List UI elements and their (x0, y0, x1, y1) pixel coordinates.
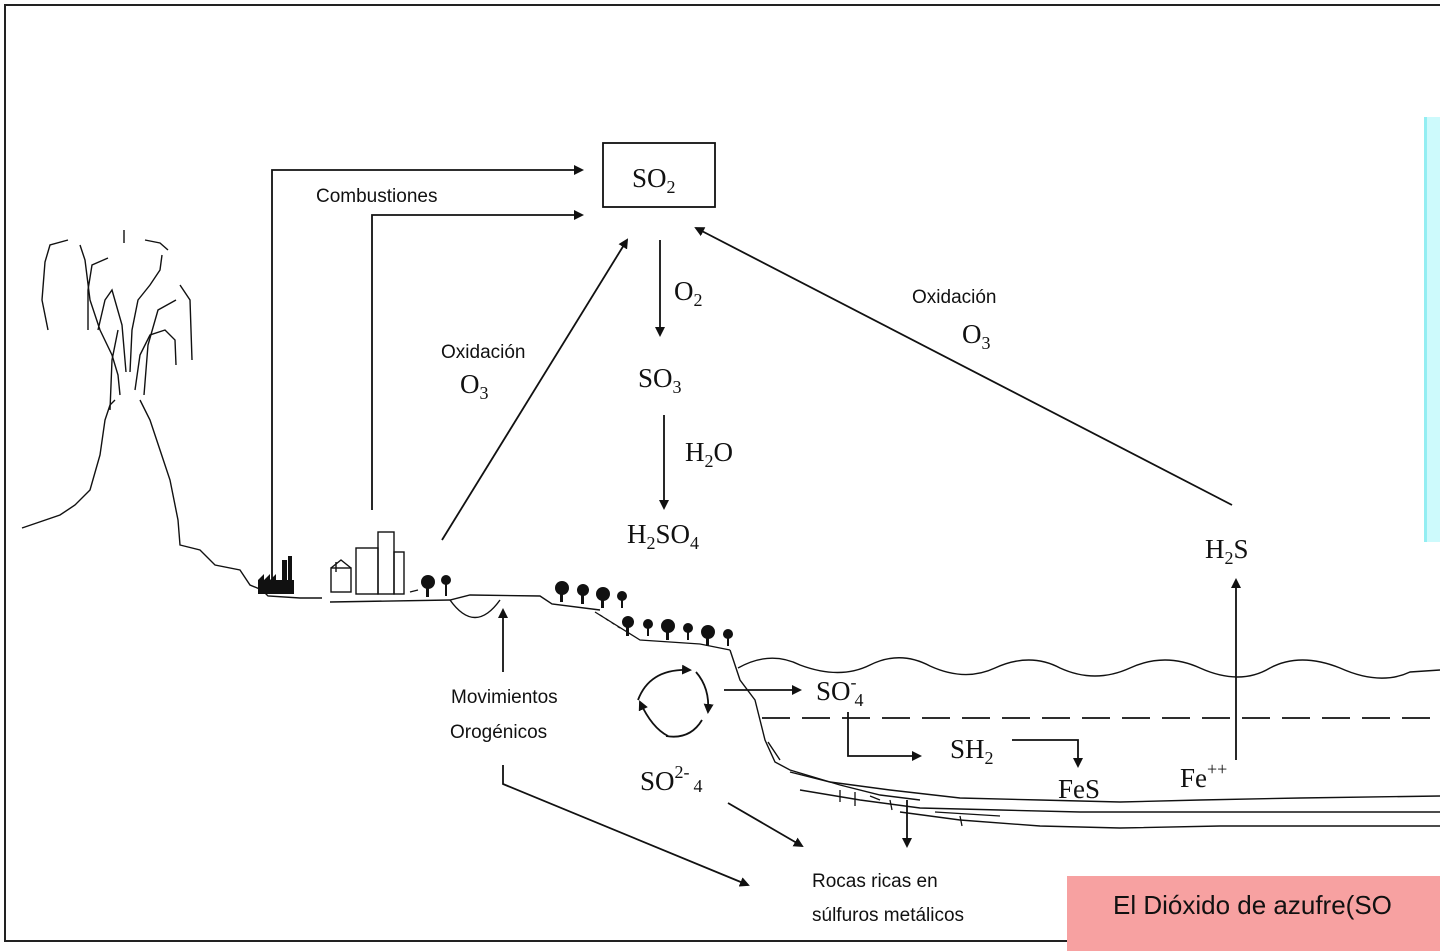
fes-formula: FeS (1058, 774, 1100, 804)
caption-text: El Dióxido de azufre(SO (1113, 890, 1392, 920)
o2-formula: O2 (674, 276, 703, 310)
oxidacion-left-label: Oxidación (441, 342, 526, 363)
volcano-icon (21, 230, 263, 591)
o3-left-formula: O3 (460, 369, 489, 403)
so4-2minus-formula: SO2-4 (640, 762, 703, 796)
oxidacion-right-label: Oxidación (912, 287, 997, 308)
orogenicos-label: Orogénicos (450, 722, 547, 743)
rocas-label-line2: súlfuros metálicos (812, 905, 964, 926)
so4-minus-formula: SO-4 (816, 672, 864, 710)
h2s-formula: H2S (1205, 534, 1249, 568)
h2o-formula: H2O (685, 437, 733, 471)
svg-text:SO2: SO2 (632, 163, 676, 197)
factory-icon (258, 556, 294, 594)
h2so4-formula: H2SO4 (627, 519, 699, 553)
fe-formula: Fe++ (1180, 759, 1227, 793)
o3-right-formula: O3 (962, 319, 991, 353)
so2-box: SO2 (602, 142, 716, 208)
rocas-label-line1: Rocas ricas en (812, 871, 938, 892)
movimientos-label: Movimientos (451, 687, 558, 708)
combustiones-label: Combustiones (316, 186, 437, 207)
diagram-frame (4, 4, 1440, 942)
trees-icon (421, 575, 733, 646)
sh2-formula: SH2 (950, 734, 994, 768)
city-icon (330, 531, 419, 595)
so3-formula: SO3 (638, 363, 682, 397)
caption-box: El Dióxido de azufre(SO (1067, 876, 1440, 951)
side-panel (1424, 117, 1440, 542)
